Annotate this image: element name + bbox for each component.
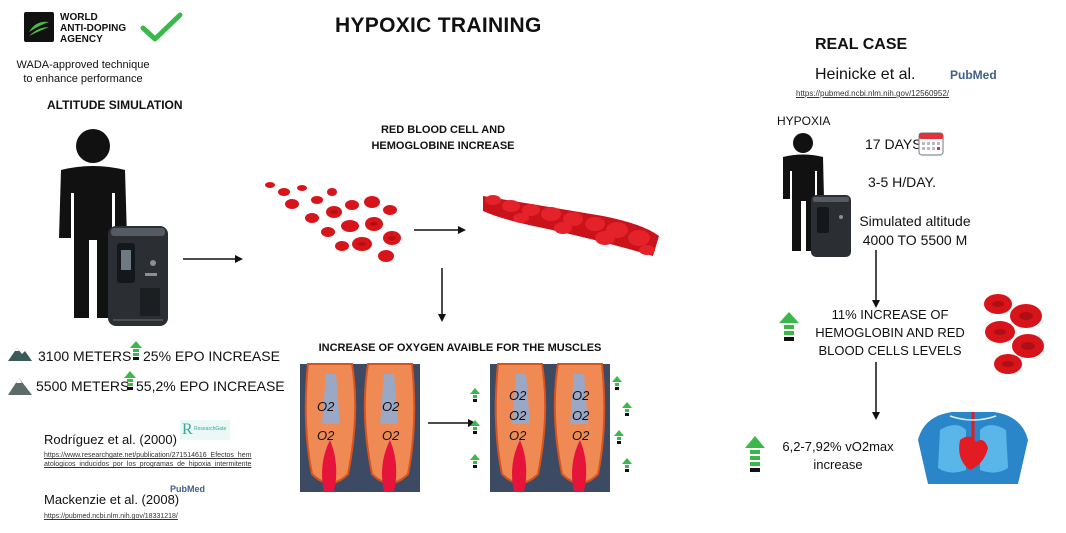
altitude-5500: 5500 METERS bbox=[36, 378, 130, 394]
mountain-dark-icon bbox=[8, 378, 32, 395]
o2-label: O2 bbox=[317, 428, 335, 443]
o2-label: O2 bbox=[509, 428, 527, 443]
oxygen-heading: INCREASE OF OXYGEN AVAIBLE FOR THE MUSCL… bbox=[318, 342, 602, 354]
calendar-icon bbox=[918, 132, 944, 156]
o2-label: O2 bbox=[509, 388, 527, 403]
arrow-down-icon bbox=[438, 268, 446, 322]
o2-label: O2 bbox=[572, 408, 590, 423]
epo-effect-2: 55,2% EPO INCREASE bbox=[136, 378, 285, 394]
arrow-right-icon bbox=[183, 255, 243, 263]
altitude-3100: 3100 METERS bbox=[38, 348, 132, 364]
hypoxia-label: HYPOXIA bbox=[777, 114, 831, 128]
altitude-heading: ALTITUDE SIMULATION bbox=[47, 98, 183, 112]
pubmed-logo: PubMed bbox=[950, 68, 997, 82]
o2-label: O2 bbox=[382, 399, 400, 414]
arrow-down-icon bbox=[872, 362, 880, 420]
real-case-heading: REAL CASE bbox=[815, 36, 908, 53]
red-blood-cells-sparse-icon bbox=[265, 182, 401, 262]
ref-link-2[interactable]: https://pubmed.ncbi.nlm.nih.gov/18331218… bbox=[44, 513, 178, 520]
arrow-down-icon bbox=[872, 250, 880, 308]
o2-label: O2 bbox=[317, 399, 335, 414]
muscles-after-icon bbox=[490, 363, 610, 492]
researchgate-logo: R ResearchGate bbox=[180, 420, 230, 440]
wada-logo-text: WORLD ANTI-DOPING AGENCY bbox=[60, 12, 127, 45]
check-icon bbox=[140, 12, 183, 42]
green-up-arrow-icon bbox=[130, 341, 142, 360]
red-blood-cells-dense-icon bbox=[483, 195, 659, 256]
ref-author-1: Rodríguez et al. (2000) bbox=[44, 432, 177, 447]
pubmed-logo: PubMed bbox=[170, 484, 205, 494]
ref-link-1[interactable]: https://www.researchgate.net/publication… bbox=[44, 452, 252, 468]
days-label: 17 DAYS bbox=[865, 136, 922, 152]
real-case-link[interactable]: https://pubmed.ncbi.nlm.nih.gov/12560952… bbox=[796, 89, 949, 98]
real-case-author: Heinicke et al. bbox=[815, 66, 916, 83]
green-up-arrow-icon bbox=[779, 312, 799, 341]
arrow-right-icon bbox=[428, 419, 476, 427]
o2-label: O2 bbox=[382, 428, 400, 443]
green-up-arrow-icon bbox=[745, 436, 765, 472]
o2-label: O2 bbox=[572, 428, 590, 443]
person-with-machine-small-icon bbox=[783, 133, 851, 257]
ref-author-2: Mackenzie et al. (2008) bbox=[44, 492, 180, 507]
o2-label: O2 bbox=[509, 408, 527, 423]
simulated-altitude: Simulated altitude 4000 TO 5500 M bbox=[859, 213, 971, 248]
hours-label: 3-5 H/DAY. bbox=[868, 174, 936, 190]
rbc-heading: RED BLOOD CELL AND HEMOGLOBINE INCREASE bbox=[371, 124, 515, 152]
wada-note: WADA-approved technique to enhance perfo… bbox=[16, 59, 150, 85]
torso-heart-icon bbox=[918, 412, 1028, 484]
o2-label: O2 bbox=[572, 388, 590, 403]
green-up-arrows-right-icon bbox=[612, 376, 632, 472]
green-up-arrows-left-icon bbox=[470, 388, 480, 468]
epo-effect-1: 25% EPO INCREASE bbox=[143, 348, 280, 364]
wada-logo-icon bbox=[24, 12, 54, 42]
mountain-icon bbox=[8, 348, 32, 361]
page-title: HYPOXIC TRAINING bbox=[335, 14, 542, 37]
red-blood-cells-icon bbox=[984, 294, 1044, 374]
green-up-arrow-icon bbox=[124, 371, 136, 390]
hemoglobin-increase: 11% INCREASE OF HEMOGLOBIN AND RED BLOOD… bbox=[815, 307, 965, 358]
vo2max-increase: 6,2-7,92% vO2max increase bbox=[782, 439, 894, 472]
muscles-before-icon bbox=[300, 363, 420, 492]
person-with-machine-icon bbox=[59, 129, 168, 326]
arrow-right-icon bbox=[414, 226, 466, 234]
